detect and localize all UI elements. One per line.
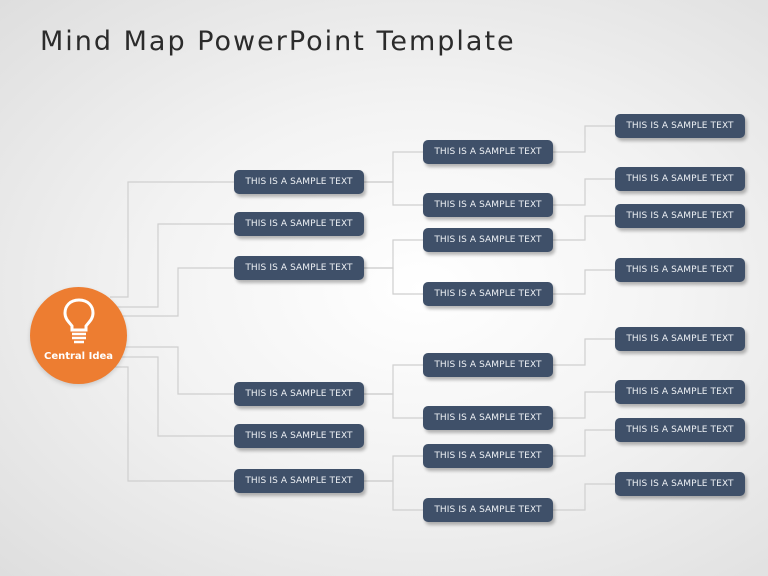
level1-node[interactable]: THIS IS A SAMPLE TEXT: [234, 212, 364, 236]
connector-center-to-level1: [110, 346, 234, 395]
level2-node[interactable]: THIS IS A SAMPLE TEXT: [423, 282, 553, 306]
level1-node[interactable]: THIS IS A SAMPLE TEXT: [234, 170, 364, 194]
level1-node[interactable]: THIS IS A SAMPLE TEXT: [234, 382, 364, 406]
connector-center-to-level1: [110, 356, 234, 437]
connector-level2-to-level3: [553, 215, 615, 241]
central-idea-label: Central Idea: [43, 351, 114, 362]
connector-level1-to-level2: [364, 239, 423, 269]
connector-center-to-level1: [110, 223, 234, 308]
connector-level1-to-level2: [364, 455, 423, 482]
level3-node[interactable]: THIS IS A SAMPLE TEXT: [615, 204, 745, 228]
connector-center-to-level1: [110, 181, 234, 298]
page-title: Mind Map PowerPoint Template: [40, 26, 516, 57]
level3-node[interactable]: THIS IS A SAMPLE TEXT: [615, 418, 745, 442]
connector-level1-to-level2: [364, 267, 423, 295]
level2-node[interactable]: THIS IS A SAMPLE TEXT: [423, 140, 553, 164]
level3-node[interactable]: THIS IS A SAMPLE TEXT: [615, 472, 745, 496]
level3-node[interactable]: THIS IS A SAMPLE TEXT: [615, 114, 745, 138]
connector-level2-to-level3: [553, 178, 615, 206]
connector-level1-to-level2: [364, 364, 423, 395]
level1-node[interactable]: THIS IS A SAMPLE TEXT: [234, 256, 364, 280]
level2-node[interactable]: THIS IS A SAMPLE TEXT: [423, 406, 553, 430]
level3-node[interactable]: THIS IS A SAMPLE TEXT: [615, 327, 745, 351]
connector-level1-to-level2: [364, 151, 423, 183]
connector-level2-to-level3: [553, 391, 615, 419]
level2-node[interactable]: THIS IS A SAMPLE TEXT: [423, 353, 553, 377]
connector-level1-to-level2: [364, 480, 423, 511]
lightbulb-icon: [63, 298, 95, 344]
connector-center-to-level1: [110, 267, 234, 317]
level1-node[interactable]: THIS IS A SAMPLE TEXT: [234, 424, 364, 448]
level1-node[interactable]: THIS IS A SAMPLE TEXT: [234, 469, 364, 493]
central-idea-node[interactable]: Central Idea: [30, 287, 127, 384]
level2-node[interactable]: THIS IS A SAMPLE TEXT: [423, 228, 553, 252]
level2-node[interactable]: THIS IS A SAMPLE TEXT: [423, 193, 553, 217]
level3-node[interactable]: THIS IS A SAMPLE TEXT: [615, 167, 745, 191]
connector-level2-to-level3: [553, 429, 615, 457]
connector-center-to-level1: [110, 366, 234, 482]
connector-level2-to-level3: [553, 338, 615, 366]
connector-level2-to-level3: [553, 125, 615, 153]
connector-level2-to-level3: [553, 483, 615, 511]
level3-node[interactable]: THIS IS A SAMPLE TEXT: [615, 380, 745, 404]
level2-node[interactable]: THIS IS A SAMPLE TEXT: [423, 444, 553, 468]
connector-level2-to-level3: [553, 269, 615, 295]
connector-level1-to-level2: [364, 393, 423, 419]
level3-node[interactable]: THIS IS A SAMPLE TEXT: [615, 258, 745, 282]
level2-node[interactable]: THIS IS A SAMPLE TEXT: [423, 498, 553, 522]
connector-level1-to-level2: [364, 181, 423, 206]
